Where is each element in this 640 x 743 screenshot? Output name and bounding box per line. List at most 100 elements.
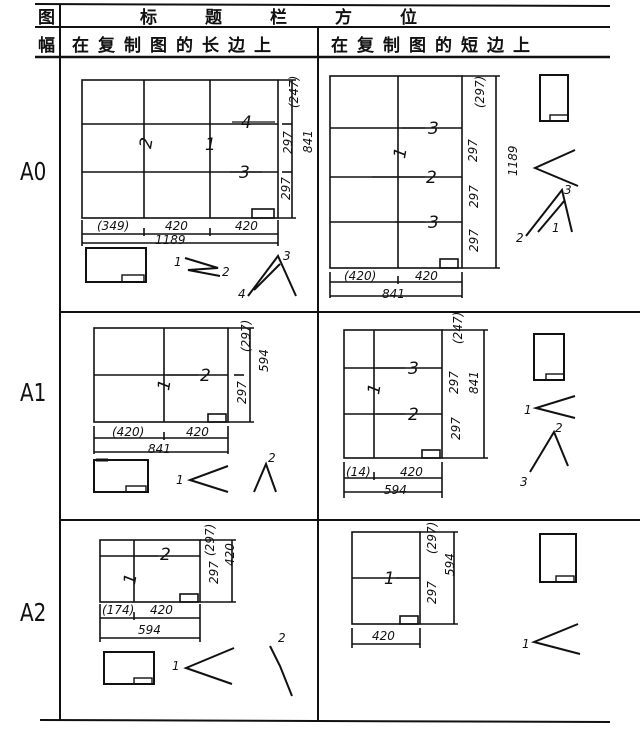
svg-text:297: 297	[467, 229, 481, 252]
a2-long-fold-labels: 1 2	[172, 631, 286, 673]
svg-text:(247): (247)	[287, 76, 301, 108]
svg-text:3: 3	[428, 119, 439, 139]
svg-text:297: 297	[279, 177, 293, 200]
svg-text:1: 1	[205, 135, 216, 155]
svg-text:(297): (297)	[425, 522, 439, 554]
svg-text:297: 297	[449, 417, 463, 440]
svg-text:(420): (420)	[344, 269, 376, 283]
a1-long-fold-labels: 1 2	[176, 451, 276, 487]
svg-text:1: 1	[364, 382, 386, 396]
svg-text:3: 3	[564, 183, 572, 197]
svg-text:1189: 1189	[506, 145, 520, 176]
svg-text:594: 594	[138, 623, 161, 637]
svg-text:1: 1	[524, 403, 532, 417]
a0-long-fold-icons	[85, 247, 297, 297]
header-col0-line2: 幅	[38, 36, 55, 56]
svg-text:297: 297	[467, 185, 481, 208]
svg-text:1: 1	[154, 378, 176, 392]
svg-text:(14): (14)	[346, 465, 371, 479]
a2-long-labels: (297) 297 420 (174) 420 594 1 2	[102, 524, 237, 637]
svg-text:2: 2	[160, 545, 171, 565]
svg-text:1: 1	[552, 221, 560, 235]
svg-text:420: 420	[186, 425, 209, 439]
svg-text:297: 297	[466, 139, 480, 162]
svg-text:(247): (247)	[451, 312, 465, 344]
svg-text:1: 1	[176, 473, 184, 487]
svg-text:3: 3	[520, 475, 528, 489]
a1-short-fold-icons	[529, 333, 576, 473]
svg-text:2: 2	[408, 405, 419, 425]
a1-short-labels: (247) 297 297 841 (14) 420 594 1 2 3	[346, 312, 481, 497]
svg-text:1189: 1189	[155, 233, 186, 247]
svg-text:420: 420	[150, 603, 173, 617]
svg-text:1: 1	[390, 146, 412, 160]
svg-text:420: 420	[372, 629, 395, 643]
a1-long-sheet	[93, 327, 254, 454]
table-grid	[34, 3, 640, 723]
svg-text:2: 2	[278, 631, 286, 645]
a0-short-fold-icons	[525, 74, 579, 237]
svg-text:841: 841	[301, 130, 315, 153]
svg-text:3: 3	[239, 163, 250, 183]
svg-text:(297): (297)	[473, 76, 487, 108]
header-col1-title: 标题栏方位	[140, 8, 465, 28]
svg-text:297: 297	[281, 131, 295, 154]
svg-text:1: 1	[172, 659, 180, 673]
svg-text:2: 2	[555, 421, 563, 435]
a0-long-fold-labels: 1 2 3 4	[174, 249, 291, 301]
a2-short-fold-labels: 1	[522, 637, 530, 651]
svg-text:4: 4	[238, 287, 246, 301]
svg-text:420: 420	[235, 219, 258, 233]
svg-text:297: 297	[207, 561, 221, 584]
svg-text:841: 841	[148, 442, 171, 456]
svg-text:2: 2	[222, 265, 230, 279]
svg-text:3: 3	[283, 249, 291, 263]
svg-text:3: 3	[408, 359, 419, 379]
svg-text:2: 2	[426, 168, 437, 188]
svg-text:297: 297	[447, 371, 461, 394]
svg-text:(297): (297)	[239, 320, 253, 352]
header-col2-short-edge: 在复制图的短边上	[331, 36, 539, 56]
svg-text:594: 594	[443, 553, 457, 576]
svg-text:841: 841	[467, 371, 481, 394]
a0-long-sheet	[81, 79, 296, 246]
svg-text:2: 2	[268, 451, 276, 465]
a2-long-sheet	[99, 539, 236, 642]
a1-short-fold-labels: 1 2 3	[520, 403, 563, 489]
a2-long-fold-icons	[103, 645, 293, 697]
a0-short-labels: (297) 297 297 297 1189 (420) 420 841 1 2…	[344, 76, 572, 301]
row-label-a1: A1	[20, 378, 47, 407]
svg-text:297: 297	[425, 581, 439, 604]
svg-text:420: 420	[400, 465, 423, 479]
a2-short-labels: (297) 297 594 420 1	[372, 522, 457, 643]
svg-text:594: 594	[257, 349, 271, 372]
svg-text:2: 2	[136, 136, 158, 150]
svg-text:1: 1	[174, 255, 182, 269]
svg-text:(174): (174)	[102, 603, 134, 617]
svg-text:3: 3	[428, 213, 439, 233]
row-label-a0: A0	[20, 157, 47, 186]
row-label-a2: A2	[20, 598, 47, 627]
svg-text:841: 841	[382, 287, 405, 301]
svg-text:1: 1	[522, 637, 530, 651]
svg-text:420: 420	[165, 219, 188, 233]
svg-text:420: 420	[415, 269, 438, 283]
a0-short-sheet	[329, 75, 500, 298]
svg-text:2: 2	[516, 231, 524, 245]
a1-long-labels: (297) 297 594 (420) 420 841 1 2	[112, 320, 271, 456]
a2-short-sheet	[351, 531, 458, 648]
a0-long-labels: (247) 297 297 841 (349) 420 420 1189 1 2…	[97, 76, 315, 247]
svg-text:(420): (420)	[112, 425, 144, 439]
svg-text:(349): (349)	[97, 219, 129, 233]
svg-text:(297): (297)	[203, 524, 217, 556]
header-col0-line1: 图	[38, 8, 55, 28]
svg-text:594: 594	[384, 483, 407, 497]
svg-text:2: 2	[200, 366, 211, 386]
svg-text:420: 420	[223, 543, 237, 566]
svg-text:1: 1	[384, 569, 395, 589]
svg-text:1: 1	[120, 572, 142, 586]
a2-short-fold-icons	[530, 533, 581, 655]
header-col1-long-edge: 在复制图的长边上	[72, 36, 280, 56]
